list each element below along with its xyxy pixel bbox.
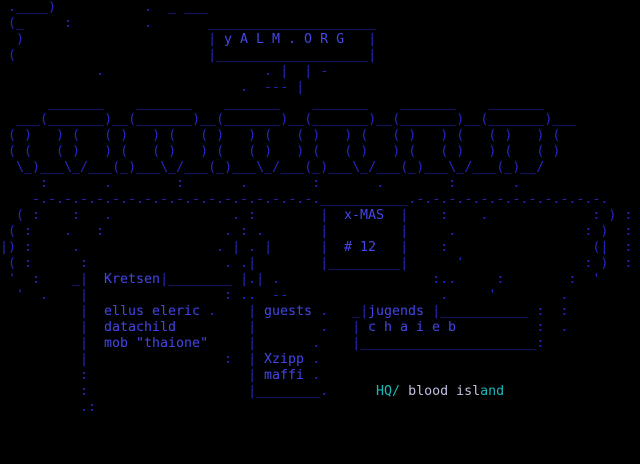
hq-name-suffix: and bbox=[480, 384, 505, 399]
ascii-art-base: .____) . _ ___ (_ : . __________________… bbox=[0, 0, 633, 415]
guests-member-0: Xzipp bbox=[264, 352, 305, 367]
kretsen-member-0: ellus eleric bbox=[104, 304, 201, 319]
kretsen-member-1: datachild bbox=[104, 320, 177, 335]
jugends-member-0: c h a i e b bbox=[368, 320, 457, 335]
guests-label: guests bbox=[264, 304, 313, 319]
kretsen-member-2: mob "thaione" bbox=[104, 336, 209, 351]
hq-prefix: HQ/ bbox=[376, 384, 409, 399]
guests-member-1: maffi bbox=[264, 368, 305, 383]
hq-name: blood isl bbox=[408, 384, 481, 399]
xmas-label: x-MAS bbox=[344, 208, 385, 223]
hq-affiliation: HQ/ blood island bbox=[344, 368, 504, 416]
scene-title: y A L M . O R G bbox=[224, 32, 345, 47]
issue-number: # 12 bbox=[344, 240, 377, 255]
jugends-label: jugends bbox=[368, 304, 425, 319]
kretsen-label: Kretsen bbox=[104, 272, 161, 287]
